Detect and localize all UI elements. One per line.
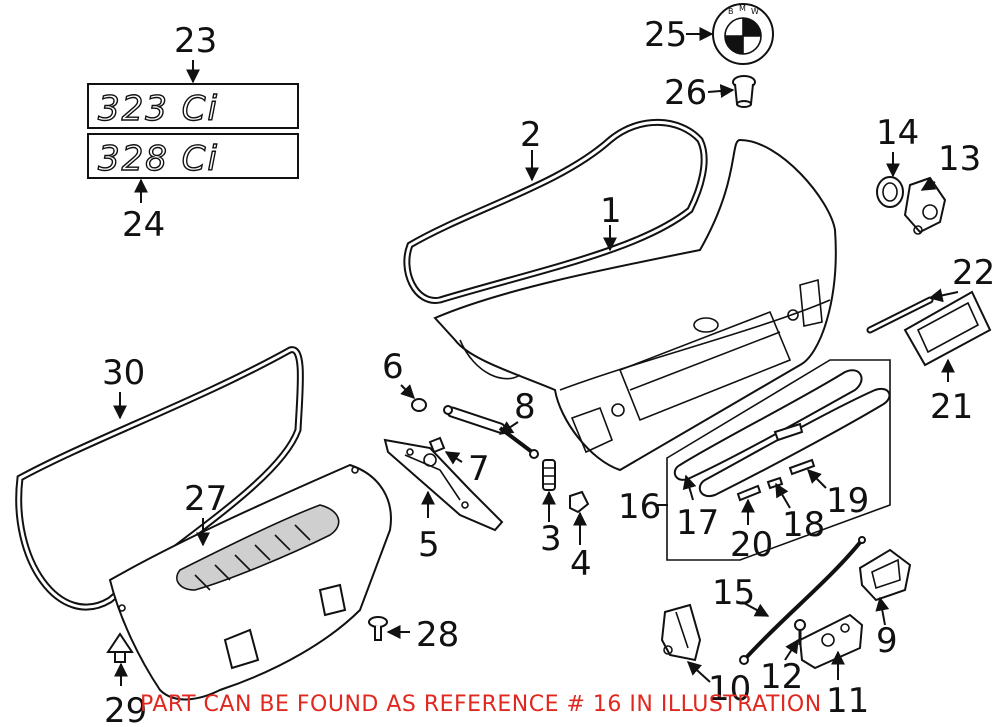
callout-15: 15 bbox=[712, 573, 755, 613]
callout-numbers: 1 2 3 4 5 6 7 8 9 10 11 12 13 14 15 16 1… bbox=[102, 15, 995, 727]
callout-19: 19 bbox=[826, 481, 869, 521]
callout-17: 17 bbox=[676, 503, 719, 543]
logo-letter-w: W bbox=[751, 7, 759, 16]
logo-letter-m: M bbox=[739, 4, 746, 13]
release-rod bbox=[742, 538, 864, 662]
trunk-liner bbox=[108, 463, 392, 701]
gas-strut bbox=[443, 405, 539, 459]
callout-21: 21 bbox=[930, 387, 973, 427]
callout-20: 20 bbox=[730, 525, 773, 565]
callout-22: 22 bbox=[952, 253, 995, 293]
hinge bbox=[383, 436, 504, 532]
emblem-323ci: 323 Ci bbox=[87, 83, 299, 130]
callout-5: 5 bbox=[418, 525, 440, 565]
leader-lines bbox=[113, 27, 959, 686]
stop-4 bbox=[569, 490, 590, 514]
latch-11 bbox=[798, 613, 864, 670]
push-pin-28 bbox=[368, 616, 388, 641]
trunk-lid bbox=[433, 138, 837, 472]
callout-23: 23 bbox=[174, 21, 217, 61]
callout-26: 26 bbox=[664, 73, 707, 113]
callout-1: 1 bbox=[600, 191, 622, 231]
emblem-328ci: 328 Ci bbox=[87, 133, 299, 180]
callout-28: 28 bbox=[416, 615, 459, 655]
callout-10: 10 bbox=[708, 669, 751, 709]
callout-30: 30 bbox=[102, 353, 145, 393]
callout-7: 7 bbox=[468, 449, 490, 489]
reference-footnote: PART CAN BE FOUND AS REFERENCE # 16 IN I… bbox=[140, 692, 822, 717]
emblem-328ci-text: 328 Ci bbox=[98, 139, 219, 179]
callout-11: 11 bbox=[826, 681, 869, 721]
callout-27: 27 bbox=[184, 479, 227, 519]
push-pin-29 bbox=[106, 632, 134, 663]
callout-24: 24 bbox=[122, 205, 165, 245]
bolt-12 bbox=[794, 619, 806, 645]
bracket-10 bbox=[660, 603, 702, 662]
callout-16: 16 bbox=[618, 487, 661, 527]
callout-3: 3 bbox=[540, 519, 562, 559]
callout-14: 14 bbox=[876, 113, 919, 153]
emblem-323ci-text: 323 Ci bbox=[98, 89, 219, 129]
bmw-roundel: B M W bbox=[712, 3, 774, 65]
callout-8: 8 bbox=[514, 387, 536, 427]
plate-lamp bbox=[866, 290, 992, 367]
lock-cylinder bbox=[876, 176, 947, 235]
callout-4: 4 bbox=[570, 544, 592, 584]
callout-13: 13 bbox=[938, 139, 981, 179]
callout-18: 18 bbox=[782, 505, 825, 545]
callout-6: 6 bbox=[382, 347, 404, 387]
bumper-3 bbox=[542, 459, 556, 491]
clip-6 bbox=[411, 398, 427, 412]
callout-9: 9 bbox=[876, 621, 898, 661]
grommet-26 bbox=[732, 75, 756, 108]
callout-25: 25 bbox=[644, 15, 687, 55]
callout-2: 2 bbox=[520, 115, 542, 155]
trim-box-16 bbox=[666, 359, 891, 561]
logo-letter-b: B bbox=[728, 7, 734, 16]
callout-29: 29 bbox=[104, 691, 147, 727]
callout-12: 12 bbox=[760, 657, 803, 697]
striker bbox=[858, 548, 912, 602]
